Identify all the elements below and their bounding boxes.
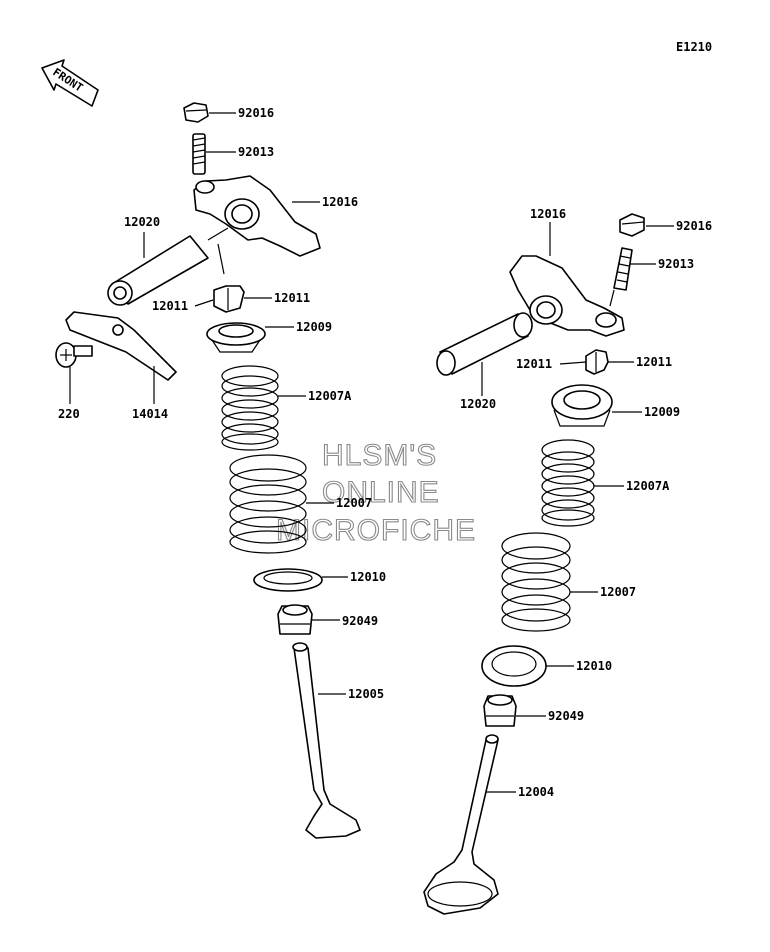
- label-12010-right: 12010: [576, 659, 612, 673]
- label-12007-left: 12007: [336, 496, 372, 510]
- label-92016-right: 92016: [676, 219, 712, 233]
- rocker-shaft-12020-right: [436, 312, 533, 376]
- watermark: HLSM'S ONLINE MICROFICHE: [275, 438, 476, 547]
- outer-valve-spring-12007-right: [501, 532, 571, 632]
- label-12011-right-a: 12011: [516, 357, 552, 371]
- label-12007A-left: 12007A: [308, 389, 352, 403]
- front-arrow-icon: FRONT: [41, 59, 99, 107]
- rocker-arm-12016-left: [193, 175, 321, 257]
- figure-code: E1210: [676, 40, 712, 54]
- label-14014: 14014: [132, 407, 168, 421]
- label-12005: 12005: [348, 687, 384, 701]
- label-12009-left: 12009: [296, 320, 332, 334]
- label-12011-right-b: 12011: [636, 355, 672, 369]
- spring-seat-12010-right: [481, 645, 547, 687]
- label-220: 220: [58, 407, 80, 421]
- label-92013-left: 92013: [238, 145, 274, 159]
- label-12004: 12004: [518, 785, 554, 799]
- nut-92016-right: [619, 213, 645, 237]
- label-12020-right: 12020: [460, 397, 496, 411]
- valve-12005: [292, 642, 361, 839]
- label-12020-left: 12020: [124, 215, 160, 229]
- adjusting-screw-92013-left: [192, 133, 206, 175]
- label-12016-left: 12016: [322, 195, 358, 209]
- adjusting-screw-92013-right: [609, 247, 633, 307]
- bolt-220: [55, 342, 93, 368]
- label-12011-left-b: 12011: [274, 291, 310, 305]
- spring-seat-12010-left: [253, 568, 323, 592]
- valve-oil-seal-92049-right: [483, 694, 517, 727]
- label-12016-right: 12016: [530, 207, 566, 221]
- watermark-line-2: ONLINE: [322, 476, 440, 509]
- spring-retainer-12009-left: [206, 322, 266, 353]
- label-12007A-right: 12007A: [626, 479, 670, 493]
- watermark-line-1: HLSM'S: [322, 439, 437, 472]
- rocker-arm-12016-right: [509, 255, 625, 337]
- spring-retainer-12009-right: [551, 384, 613, 427]
- watermark-line-3: MICROFICHE: [276, 514, 476, 547]
- label-92049-right: 92049: [548, 709, 584, 723]
- nut-92016-left: [183, 102, 209, 123]
- valve-oil-seal-92049-left: [277, 604, 313, 635]
- label-12010-left: 12010: [350, 570, 386, 584]
- label-92049-left: 92049: [342, 614, 378, 628]
- valve-12004: [423, 734, 499, 915]
- valve-cotter-12011-left: [213, 285, 245, 313]
- rocker-shaft-12020-left: [107, 235, 209, 306]
- valve-cotter-12011-right: [585, 349, 609, 375]
- label-12011-left-a: 12011: [152, 299, 188, 313]
- label-12007-right: 12007: [600, 585, 636, 599]
- bracket-14014: [65, 311, 177, 381]
- label-92013-right: 92013: [658, 257, 694, 271]
- inner-valve-spring-12007A-right: [541, 439, 595, 527]
- outer-valve-spring-12007-left: [229, 454, 307, 554]
- inner-valve-spring-12007A-left: [221, 365, 279, 451]
- label-92016-left: 92016: [238, 106, 274, 120]
- label-12009-right: 12009: [644, 405, 680, 419]
